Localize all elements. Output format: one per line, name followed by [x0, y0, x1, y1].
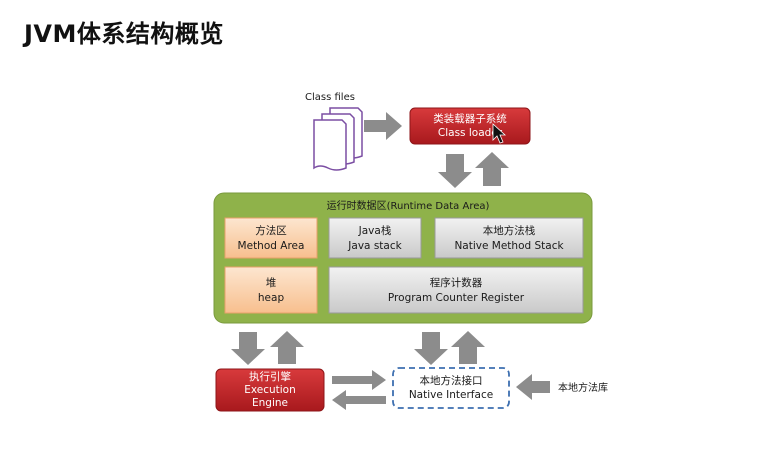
- class-loader-box: 类装载器子系统 Class loader: [409, 107, 531, 145]
- arrow-down-runtime-to-native-interface: [414, 332, 448, 365]
- heap-box: 堆 heap: [224, 266, 318, 314]
- native-interface-label-cn: 本地方法接口: [420, 374, 483, 387]
- execution-engine-label-en2: Engine: [252, 397, 288, 409]
- native-method-stack-box: 本地方法栈 Native Method Stack: [434, 217, 584, 259]
- heap-label-cn: 堆: [266, 277, 277, 289]
- page-title: JVM体系结构概览: [24, 20, 224, 48]
- execution-engine-label-en1: Execution: [244, 384, 296, 396]
- class-loader-label-en: Class loader: [438, 127, 503, 139]
- class-files-icon: [313, 107, 363, 171]
- arrow-left-library-to-native-interface: [516, 374, 550, 400]
- arrow-up-engine-to-runtime: [270, 331, 304, 364]
- pc-register-label-cn: 程序计数器: [430, 276, 483, 289]
- pc-register-label-en: Program Counter Register: [388, 292, 525, 304]
- arrow-down-runtime-to-engine: [231, 332, 265, 365]
- arrow-left-native-interface-to-engine: [332, 390, 386, 410]
- method-area-label-cn: 方法区: [255, 224, 287, 237]
- arrow-right-engine-to-native-interface: [332, 370, 386, 390]
- arrow-down-loader-to-runtime: [438, 154, 472, 188]
- java-stack-label-en: Java stack: [347, 240, 402, 252]
- java-stack-label-cn: Java栈: [358, 224, 392, 237]
- class-files-label: Class files: [305, 92, 355, 103]
- arrow-right-to-loader: [364, 112, 402, 140]
- class-loader-label-cn: 类装载器子系统: [433, 112, 507, 125]
- java-stack-box: Java栈 Java stack: [328, 217, 422, 259]
- program-counter-register-box: 程序计数器 Program Counter Register: [328, 266, 584, 314]
- execution-engine-box: 执行引擎 Execution Engine: [215, 368, 325, 412]
- native-method-stack-label-cn: 本地方法栈: [483, 224, 536, 237]
- native-interface-label-en: Native Interface: [409, 389, 493, 401]
- mouse-cursor-icon: [492, 123, 507, 144]
- execution-engine-label-cn: 执行引擎: [249, 370, 291, 383]
- arrow-up-runtime-to-loader: [475, 152, 509, 186]
- native-interface-box: 本地方法接口 Native Interface: [392, 367, 510, 409]
- method-area-box: 方法区 Method Area: [224, 217, 318, 259]
- runtime-data-area: 运行时数据区(Runtime Data Area) 方法区 Method Are…: [213, 192, 593, 324]
- native-method-stack-label-en: Native Method Stack: [454, 240, 564, 252]
- native-library-label: 本地方法库: [558, 381, 608, 394]
- heap-label-en: heap: [258, 292, 285, 304]
- arrow-up-native-interface-to-runtime: [451, 331, 485, 364]
- method-area-label-en: Method Area: [238, 240, 305, 252]
- runtime-data-area-title: 运行时数据区(Runtime Data Area): [327, 199, 490, 212]
